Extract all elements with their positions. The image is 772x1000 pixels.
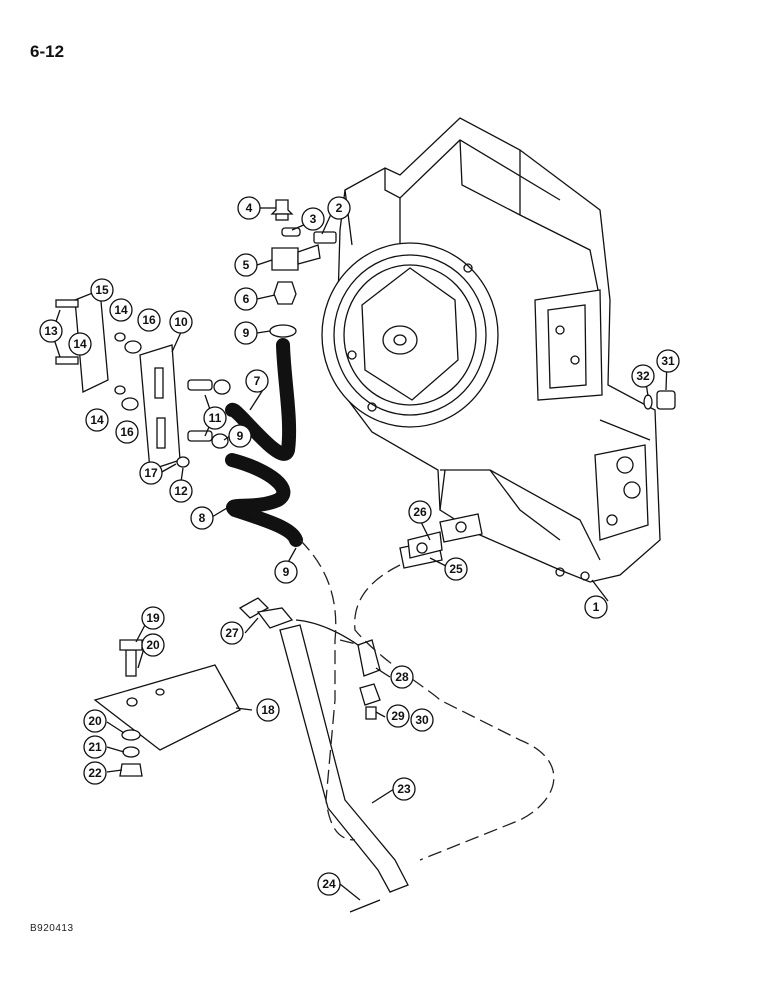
- svg-text:12: 12: [174, 484, 188, 498]
- svg-text:5: 5: [243, 258, 250, 272]
- callout-1: 1: [584, 595, 608, 619]
- svg-text:29: 29: [391, 709, 405, 723]
- svg-text:14: 14: [73, 337, 87, 351]
- svg-text:2: 2: [336, 201, 343, 215]
- callout-16a: 16: [137, 308, 161, 332]
- callout-2: 2: [327, 196, 351, 220]
- svg-text:16: 16: [120, 425, 134, 439]
- callout-20a: 20: [141, 633, 165, 657]
- svg-text:23: 23: [397, 782, 411, 796]
- shield-plate: [93, 639, 241, 777]
- callout-9c: 9: [274, 560, 298, 584]
- callout-14a: 14: [109, 298, 133, 322]
- callout-27: 27: [220, 621, 244, 645]
- callout-18: 18: [256, 698, 280, 722]
- callout-30: 30: [410, 708, 434, 732]
- svg-text:19: 19: [146, 611, 160, 625]
- callout-15: 15: [90, 278, 114, 302]
- svg-text:20: 20: [88, 714, 102, 728]
- svg-text:21: 21: [88, 740, 102, 754]
- svg-text:27: 27: [225, 626, 239, 640]
- callout-31: 31: [656, 349, 680, 373]
- dipstick-assembly: [238, 597, 409, 913]
- svg-text:14: 14: [114, 303, 128, 317]
- callout-3: 3: [301, 207, 325, 231]
- svg-text:22: 22: [88, 766, 102, 780]
- svg-text:9: 9: [237, 429, 244, 443]
- callout-numbers: 1 2 3 4 5 6 7 8 9 9 9 10 11 12 13 14 14 …: [39, 196, 680, 896]
- callout-9a: 9: [234, 321, 258, 345]
- callout-7: 7: [245, 369, 269, 393]
- callout-24: 24: [317, 872, 341, 896]
- callout-8: 8: [190, 506, 214, 530]
- port-covers: [399, 513, 483, 569]
- svg-text:11: 11: [209, 411, 222, 425]
- svg-text:25: 25: [449, 562, 463, 576]
- svg-text:3: 3: [310, 212, 317, 226]
- callout-13: 13: [39, 319, 63, 343]
- svg-text:6: 6: [243, 292, 250, 306]
- callout-9b: 9: [228, 424, 252, 448]
- svg-text:16: 16: [142, 313, 156, 327]
- svg-text:14: 14: [90, 413, 104, 427]
- figure-code: B920413: [30, 923, 74, 934]
- callout-19: 19: [141, 606, 165, 630]
- drain-plug: [643, 390, 676, 410]
- svg-text:15: 15: [95, 283, 109, 297]
- callout-28: 28: [390, 665, 414, 689]
- svg-text:8: 8: [199, 511, 206, 525]
- callout-14b: 14: [68, 332, 92, 356]
- callout-10: 10: [169, 310, 193, 334]
- svg-text:17: 17: [144, 466, 158, 480]
- svg-text:9: 9: [283, 565, 290, 579]
- callout-12: 12: [169, 479, 193, 503]
- svg-text:24: 24: [322, 877, 336, 891]
- callout-20b: 20: [83, 709, 107, 733]
- callout-25: 25: [444, 557, 468, 581]
- hoses: [225, 338, 303, 547]
- svg-text:28: 28: [395, 670, 409, 684]
- svg-text:18: 18: [261, 703, 275, 717]
- callout-29: 29: [386, 704, 410, 728]
- page-number: 6-12: [30, 42, 65, 61]
- svg-text:1: 1: [593, 600, 600, 614]
- fittings-assembly: [269, 199, 337, 338]
- callout-11: 11: [203, 406, 227, 430]
- callout-17: 17: [139, 461, 163, 485]
- callout-16b: 16: [115, 420, 139, 444]
- callout-5: 5: [234, 253, 258, 277]
- callout-23: 23: [392, 777, 416, 801]
- svg-text:10: 10: [174, 315, 188, 329]
- callout-14c: 14: [85, 408, 109, 432]
- callout-22: 22: [83, 761, 107, 785]
- svg-text:20: 20: [146, 638, 160, 652]
- transmission-housing: [321, 117, 661, 583]
- callout-21: 21: [83, 735, 107, 759]
- callout-26: 26: [408, 500, 432, 524]
- svg-text:32: 32: [636, 369, 650, 383]
- svg-text:13: 13: [44, 324, 58, 338]
- svg-text:30: 30: [415, 713, 429, 727]
- svg-text:9: 9: [243, 326, 250, 340]
- callout-6: 6: [234, 287, 258, 311]
- svg-text:7: 7: [254, 374, 261, 388]
- svg-text:31: 31: [661, 354, 675, 368]
- callout-32: 32: [631, 364, 655, 388]
- callout-4: 4: [237, 196, 261, 220]
- svg-text:26: 26: [413, 505, 427, 519]
- mounting-brackets: [55, 289, 231, 471]
- svg-text:4: 4: [246, 201, 253, 215]
